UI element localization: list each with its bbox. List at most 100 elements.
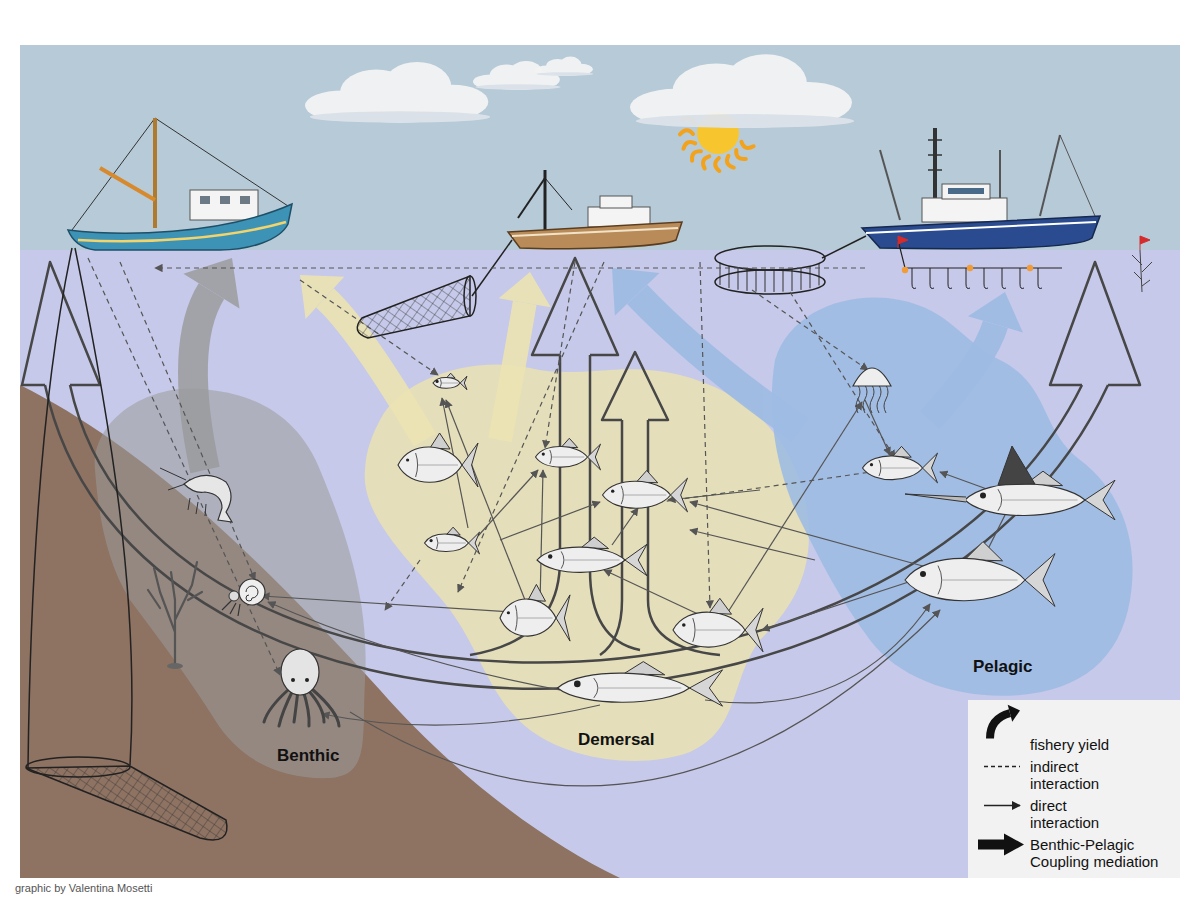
sun-part [727, 156, 734, 168]
midwater-trawler-boat-part [512, 228, 678, 236]
purse-seine-part [774, 270, 775, 292]
fishing-gear-part [75, 248, 132, 765]
direct-interaction-lines-part [762, 575, 930, 630]
longline-part [948, 268, 952, 289]
fish-figure-part [430, 539, 433, 542]
fish-figure-part [881, 468, 919, 469]
sky [20, 45, 1180, 252]
region-label: Benthic [277, 746, 339, 766]
direct-interaction-lines [262, 398, 1005, 786]
direct-interaction-lines-part [985, 515, 1005, 555]
fish-figure-part [435, 380, 438, 383]
fish-figure-part [542, 452, 545, 455]
direct-interaction-lines-part [604, 570, 700, 615]
tuna-figure-part [1025, 554, 1055, 607]
coupling-arrows-part [602, 352, 668, 420]
fishery-yield-arrows-part-part [193, 291, 211, 470]
fishing-gear-part [26, 766, 227, 840]
cloud-part [475, 84, 561, 89]
purse-seine-part [801, 268, 802, 290]
legend-sample-part [1008, 705, 1020, 722]
indirect-interaction-lines-part [545, 262, 575, 448]
trawler-boat-part [220, 196, 230, 204]
octopus-figure-part [308, 690, 324, 722]
fishery-yield-arrows-part [183, 258, 239, 470]
longliner-boat-part [862, 216, 1100, 249]
jellyfish-figure-part [863, 385, 867, 413]
direct-interaction-lines-part [446, 400, 525, 600]
fish-figure-part [548, 554, 552, 558]
longline-part [1002, 268, 1006, 289]
longliner-boat-part [928, 140, 942, 170]
fish-figure [537, 537, 647, 576]
purse-seine-part [819, 263, 820, 285]
longline-part [930, 268, 934, 289]
fishery-yield-arrows-part-part [968, 292, 1023, 332]
direct-interaction-lines-part [350, 610, 940, 786]
longline-part [912, 268, 916, 289]
fish-figure-part [416, 453, 418, 477]
sea-water [20, 250, 1180, 878]
shark-figure [558, 662, 723, 707]
fishery-yield-arrows-part-part [325, 298, 425, 440]
trawler-boat-part [100, 168, 155, 200]
indirect-interaction-lines-part [385, 560, 420, 610]
direct-interaction-lines-part [865, 400, 890, 455]
purse-seine-part [756, 270, 757, 292]
trawler-boat-part [200, 196, 210, 204]
fish-figure-part [552, 457, 585, 458]
legend-sample [978, 834, 1024, 856]
midwater-trawler-boat [508, 170, 682, 249]
tuna-figure-part [938, 566, 942, 595]
direct-interaction-lines-part [442, 398, 468, 528]
jellyfish-figure-part [856, 385, 860, 413]
indirect-interaction-lines-part [790, 292, 895, 458]
longliner-boat-part [866, 222, 1096, 233]
region-shape [772, 298, 1133, 696]
legend-sample-part [984, 766, 1020, 768]
purse-seine-part [810, 266, 811, 288]
purse-seine-part [715, 270, 825, 294]
direct-interaction-lines-part [540, 470, 543, 604]
fishing-gear-part [822, 236, 866, 258]
anglerfish-figure-part [518, 618, 553, 619]
fish-figure [398, 433, 478, 487]
region-shape [95, 388, 366, 778]
longliner-boat-part [942, 184, 990, 199]
direct-interaction-lines-part [478, 470, 538, 536]
purse-seine-part [765, 270, 766, 292]
longliner-boat-part [1060, 135, 1095, 216]
legend-sample-part [978, 834, 1024, 856]
region-label: Pelagic [973, 657, 1033, 677]
swordfish-figure-part [905, 494, 966, 502]
fishery-yield-arrows-part-part [612, 268, 659, 316]
flatfish-figure [673, 598, 763, 651]
fish-figure-part [561, 551, 564, 568]
purse-seine-part [729, 266, 730, 288]
sun-part [741, 142, 753, 148]
shark-figure-part [624, 662, 665, 675]
trawler-boat-part [72, 118, 155, 230]
midwater-trawler-boat-part [518, 178, 545, 218]
longline-part [898, 236, 908, 248]
swordfish-figure-part [998, 446, 1035, 485]
shark-figure-part [594, 678, 598, 698]
jellyfish-figure [853, 368, 891, 413]
fishing-gear-part [464, 276, 476, 316]
longline [898, 236, 1062, 289]
fishing-boats [68, 118, 1100, 250]
trawler-boat-part [153, 118, 157, 228]
cloud-part [310, 111, 491, 122]
shrimp-figure-part [160, 468, 188, 490]
fishery-yield-arrows-part-part [499, 272, 551, 307]
flatfish-figure-part [696, 630, 741, 631]
habitat-region: Pelagic [760, 285, 1145, 705]
direct-interaction-lines-part [322, 705, 600, 725]
hermit-crab-figure [222, 579, 265, 616]
shark-figure-part [690, 670, 723, 706]
fishery-yield-arrows-part-part [183, 258, 239, 309]
purse-seine [715, 246, 825, 294]
fish-figure-part [893, 446, 912, 457]
fishing-gear-part [472, 240, 512, 296]
